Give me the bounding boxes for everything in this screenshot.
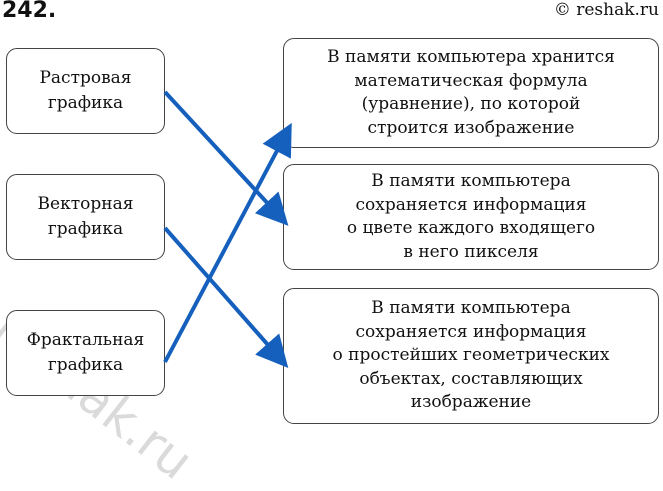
connection-arrows [163,90,292,369]
left-box-label: Векторная графика [37,194,134,239]
right-box-objects: В памяти компьютера сохраняется информац… [283,288,659,424]
left-box-vector: Векторная графика [6,174,165,260]
left-box-raster: Растровая графика [6,48,165,134]
arrow-vector-to-objects [163,226,289,369]
left-box-label: Фрактальная графика [26,330,145,375]
left-box-fractal: Фрактальная графика [6,310,165,396]
right-box-text: В памяти компьютера хранится математичес… [327,47,615,138]
left-box-label: Растровая графика [39,68,132,113]
right-box-pixels: В памяти компьютера сохраняется информац… [283,164,659,270]
exercise-number: 242. [2,0,57,23]
right-box-text: В памяти компьютера сохраняется информац… [346,171,596,262]
arrow-fractal-to-formula [163,122,292,363]
right-box-text: В памяти компьютера сохраняется информац… [332,298,610,413]
site-credit: © reshak.ru [553,0,659,20]
right-box-formula: В памяти компьютера хранится математичес… [283,38,659,148]
arrow-raster-to-pixels [163,90,289,226]
